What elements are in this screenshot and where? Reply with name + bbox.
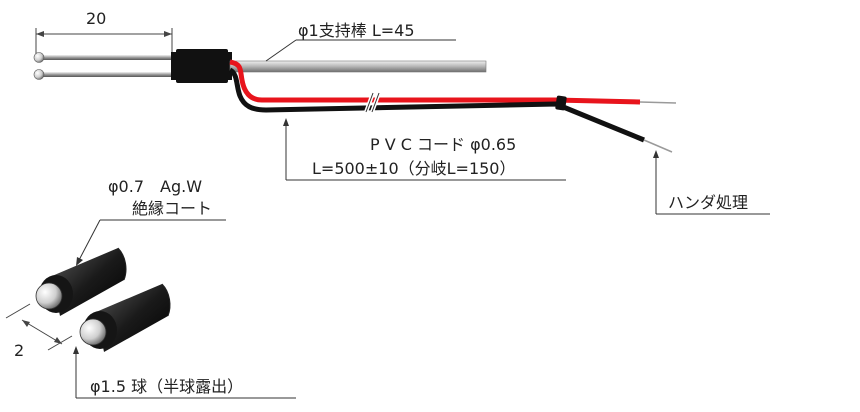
wire-spec-label: φ0.7 Ag.W xyxy=(108,177,202,196)
detail-ball-upper xyxy=(35,282,63,310)
probe-ball-lower xyxy=(33,69,45,80)
solder-callout: ハンダ処理 xyxy=(653,150,770,215)
detail-wire-lower xyxy=(79,283,171,352)
wire-coat-label: 絶縁コート xyxy=(132,199,212,218)
dim-2-label: 2 xyxy=(14,341,24,360)
pvc-cord-callout: P V C コード φ0.65 L=500±10（分岐L=150） xyxy=(283,118,566,181)
probe-wire-lower xyxy=(38,72,174,77)
pvc-cord xyxy=(228,59,677,153)
dimension-2: 2 xyxy=(5,303,73,360)
sensor-body xyxy=(171,49,232,83)
cord-length-label: L=500±10（分岐L=150） xyxy=(312,159,516,178)
support-rod: φ1支持棒 L=45 xyxy=(229,21,487,73)
detail-ball-lower xyxy=(79,318,107,346)
ball-label: φ1.5 球（半球露出） xyxy=(90,377,243,396)
probe-ball-upper xyxy=(33,52,45,63)
probe-wire-upper xyxy=(38,55,174,60)
wire-callout: φ0.7 Ag.W 絶縁コート xyxy=(76,177,226,266)
dim-20-label: 20 xyxy=(86,9,106,28)
pvc-cord-label: P V C コード φ0.65 xyxy=(370,135,516,154)
ball-callout: φ1.5 球（半球露出） xyxy=(73,346,296,399)
detail-wire-upper xyxy=(35,247,127,316)
probe-tips xyxy=(33,52,174,80)
support-rod-label: φ1支持棒 L=45 xyxy=(298,21,415,40)
solder-label: ハンダ処理 xyxy=(668,193,748,212)
dimension-20: 20 xyxy=(35,9,173,60)
